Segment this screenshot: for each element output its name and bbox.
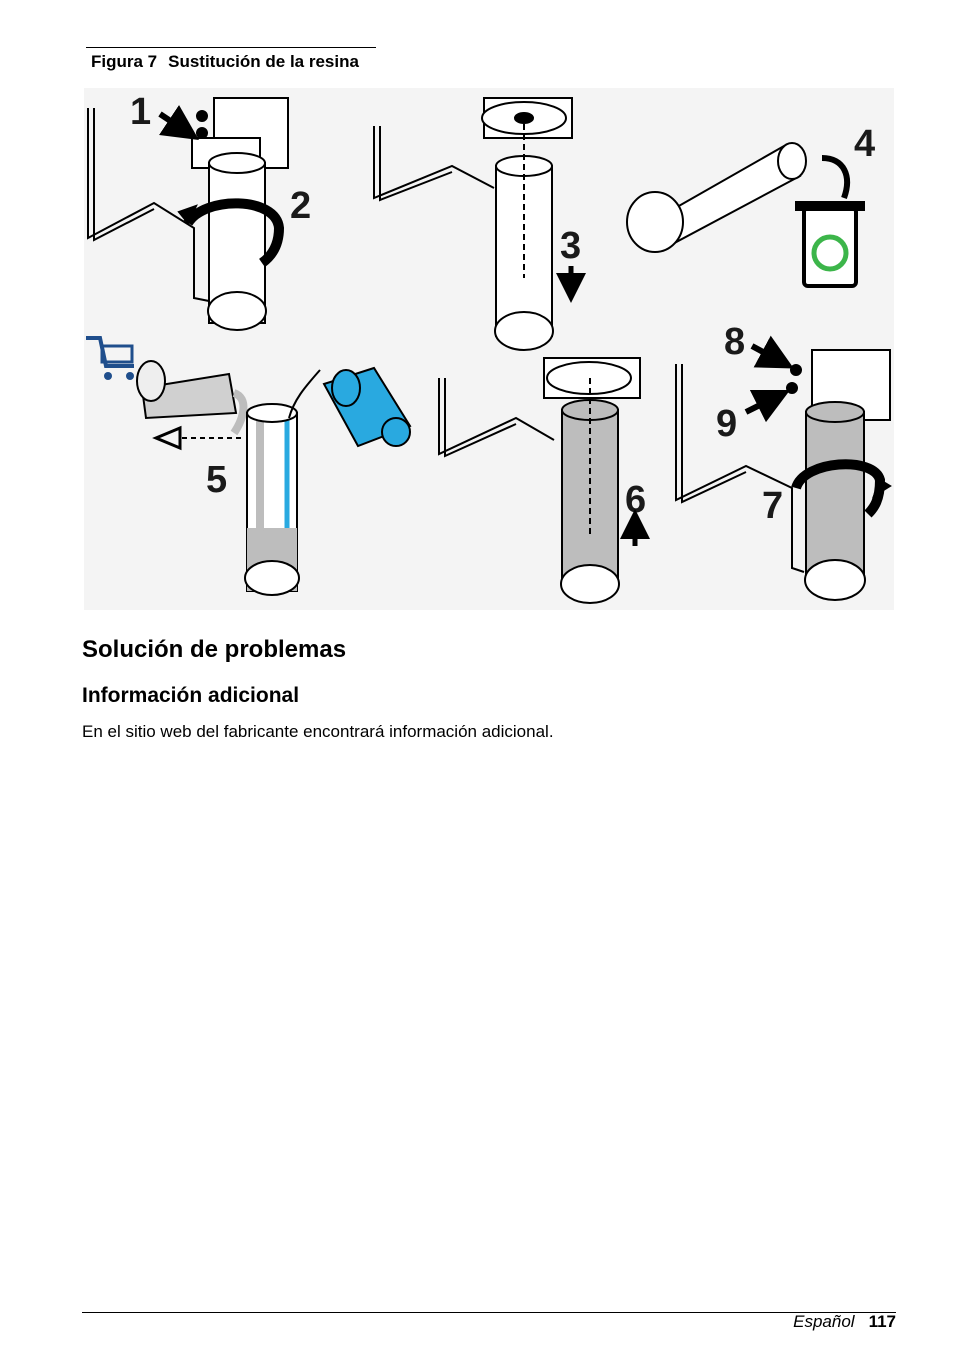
shopping-cart-icon: [86, 336, 134, 380]
panel-dispose-cartridge: [626, 142, 865, 288]
body-paragraph: En el sitio web del fabricante encontrar…: [82, 722, 554, 741]
step-label-7: 7: [762, 485, 783, 527]
footer-rule: [82, 1312, 896, 1313]
page-footer: Español 117: [793, 1312, 896, 1332]
step-label-4: 4: [854, 123, 875, 165]
step-label-3: 3: [560, 225, 581, 267]
figure-caption-label: Figura 7: [91, 52, 158, 71]
step-label-5: 5: [206, 459, 227, 501]
step-label-1: 1: [130, 91, 151, 133]
panel-remove-cartridge: [87, 97, 289, 331]
figure-caption: Figura 7 Sustitución de la resina: [91, 52, 359, 72]
arrow-icon: [158, 105, 199, 140]
step-label-9: 9: [716, 403, 737, 445]
page-number: 117: [868, 1312, 896, 1331]
recycle-bin-icon: [795, 201, 865, 288]
step-label-8: 8: [724, 321, 745, 363]
section-subtitle: Información adicional: [82, 684, 300, 707]
panel-install-cartridge: [438, 357, 641, 604]
figure-caption-title: Sustitución de la resina: [168, 52, 359, 71]
panel-refill-cartridge: [86, 336, 412, 596]
step-label-6: 6: [625, 479, 646, 521]
step-label-2: 2: [290, 185, 311, 227]
footer-language: Español: [793, 1312, 855, 1331]
caption-rule: [86, 47, 376, 48]
panel-lower-cartridge: [373, 97, 573, 351]
eye-icon: [152, 425, 244, 451]
section-title: Solución de problemas: [82, 636, 347, 663]
resin-replacement-figure: 1 2 3 4: [84, 88, 894, 610]
panel-tighten-cartridge: [675, 349, 892, 601]
